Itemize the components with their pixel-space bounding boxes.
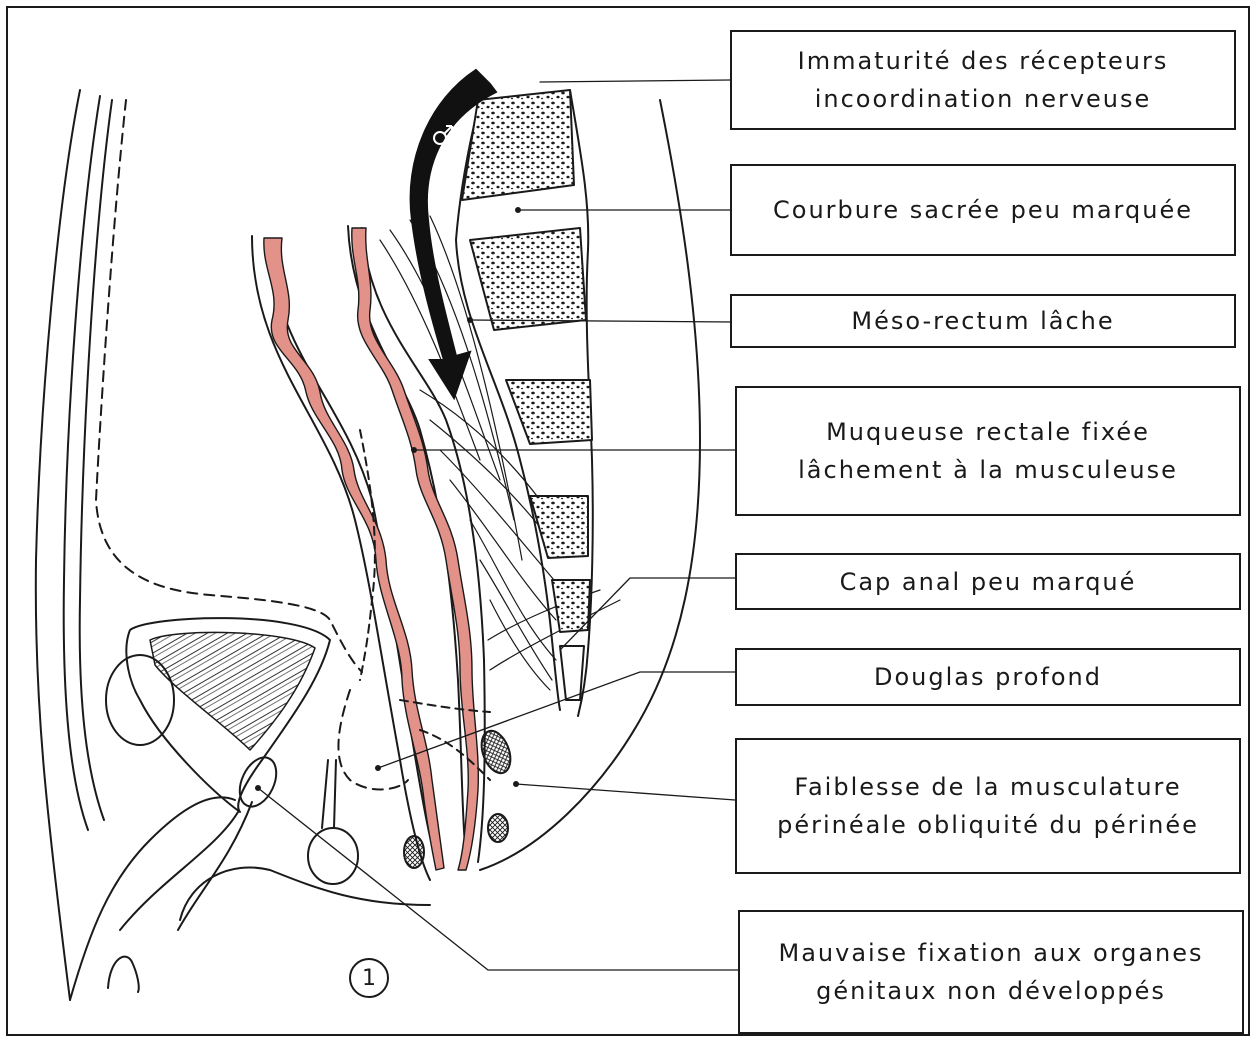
label-receptor-immaturity: Immaturité des récepteurs incoordination…: [730, 30, 1236, 130]
label-line: Courbure sacrée peu marquée: [773, 191, 1193, 229]
figure-number: 1: [349, 958, 389, 998]
coccyx-2: [560, 646, 584, 700]
label-genital-fixation: Mauvaise fixation aux organes génitaux n…: [738, 910, 1244, 1034]
sacral-vertebra-1: [462, 90, 574, 200]
label-line: Méso-rectum lâche: [851, 302, 1114, 340]
back-contour: [480, 100, 700, 870]
prostate: [233, 752, 284, 813]
label-line: Immaturité des récepteurs: [798, 42, 1169, 80]
bladder: [126, 618, 330, 812]
label-line: périnéale obliquité du périnée: [777, 806, 1199, 844]
sacrum: [456, 90, 593, 716]
label-line: Muqueuse rectale fixée: [826, 413, 1150, 451]
label-line: Douglas profond: [874, 658, 1102, 696]
glans: [108, 957, 139, 992]
sacral-vertebra-3: [506, 380, 592, 444]
label-line: lâchement à la musculeuse: [798, 451, 1178, 489]
label-sacral-curve: Courbure sacrée peu marquée: [730, 164, 1236, 256]
label-rectal-mucosa: Muqueuse rectale fixée lâchement à la mu…: [735, 386, 1241, 516]
label-line: incoordination nerveuse: [815, 80, 1152, 118]
label-line: Faiblesse de la musculature: [794, 768, 1181, 806]
peritoneum-dashed-line: [96, 100, 362, 672]
sacral-vertebra-2: [470, 228, 586, 330]
label-line: génitaux non développés: [816, 972, 1166, 1010]
muscle-section-1: [404, 836, 424, 868]
peritoneum-dashed-line-lower: [338, 690, 408, 789]
label-mesorectum: Méso-rectum lâche: [730, 294, 1236, 348]
label-douglas: Douglas profond: [735, 648, 1241, 706]
abdominal-wall: [36, 90, 112, 1000]
label-line: Mauvaise fixation aux organes: [778, 934, 1203, 972]
label-line: Cap anal peu marqué: [840, 563, 1137, 601]
testis: [308, 760, 358, 884]
muscle-section-2: [488, 814, 508, 842]
muscle-section-3: [476, 727, 515, 777]
label-anal-cap: Cap anal peu marqué: [735, 553, 1241, 610]
label-perineal-weakness: Faiblesse de la musculature périnéale ob…: [735, 738, 1241, 874]
